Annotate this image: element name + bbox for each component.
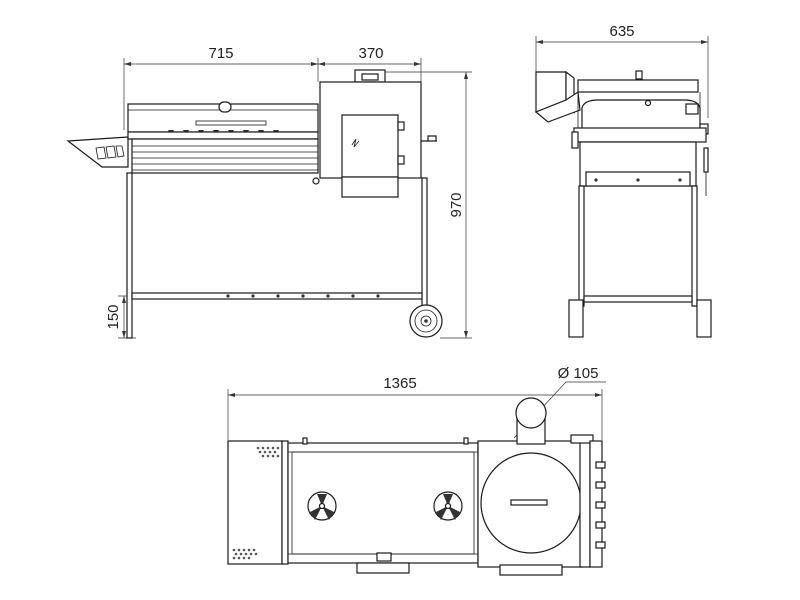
dim-label-370: 370 bbox=[358, 45, 383, 62]
front-wheel bbox=[409, 304, 443, 338]
side-chimney bbox=[534, 70, 581, 123]
side-view: 635 bbox=[534, 23, 712, 338]
dim-top-total-width: 1365 bbox=[227, 375, 603, 440]
top-shelf-vents-lower bbox=[232, 548, 258, 560]
dim-label-150: 150 bbox=[105, 304, 122, 329]
smoker-box bbox=[319, 69, 437, 198]
top-smoker bbox=[477, 434, 606, 576]
top-side-shelf bbox=[227, 440, 283, 565]
dim-label-1365: 1365 bbox=[383, 375, 416, 392]
dim-label-715: 715 bbox=[208, 45, 233, 62]
burner-right bbox=[433, 491, 463, 521]
dim-front-height: 970 bbox=[380, 71, 472, 339]
top-smoker-side-tabs bbox=[595, 461, 606, 549]
dim-front-smoker-width: 370 bbox=[318, 45, 422, 82]
dim-label-635: 635 bbox=[609, 23, 634, 40]
dim-label-970: 970 bbox=[448, 192, 465, 217]
front-frame bbox=[126, 172, 428, 339]
grill-body bbox=[127, 101, 320, 185]
burner-left bbox=[307, 491, 337, 521]
front-view: 715 370 970 150 bbox=[66, 45, 472, 339]
side-shelf bbox=[66, 136, 129, 168]
top-view: 1365 Ø 105 bbox=[227, 365, 606, 576]
side-legs bbox=[568, 185, 712, 338]
side-body bbox=[571, 127, 709, 196]
dim-label-chimney-diameter: Ø 105 bbox=[558, 365, 599, 382]
dim-front-shelf-height: 150 bbox=[105, 295, 136, 339]
dim-side-depth: 635 bbox=[535, 23, 709, 118]
side-lid bbox=[577, 70, 709, 135]
top-chimney bbox=[515, 397, 547, 445]
dim-front-grill-width: 715 bbox=[123, 45, 319, 130]
top-shelf-vents-upper bbox=[256, 446, 280, 458]
